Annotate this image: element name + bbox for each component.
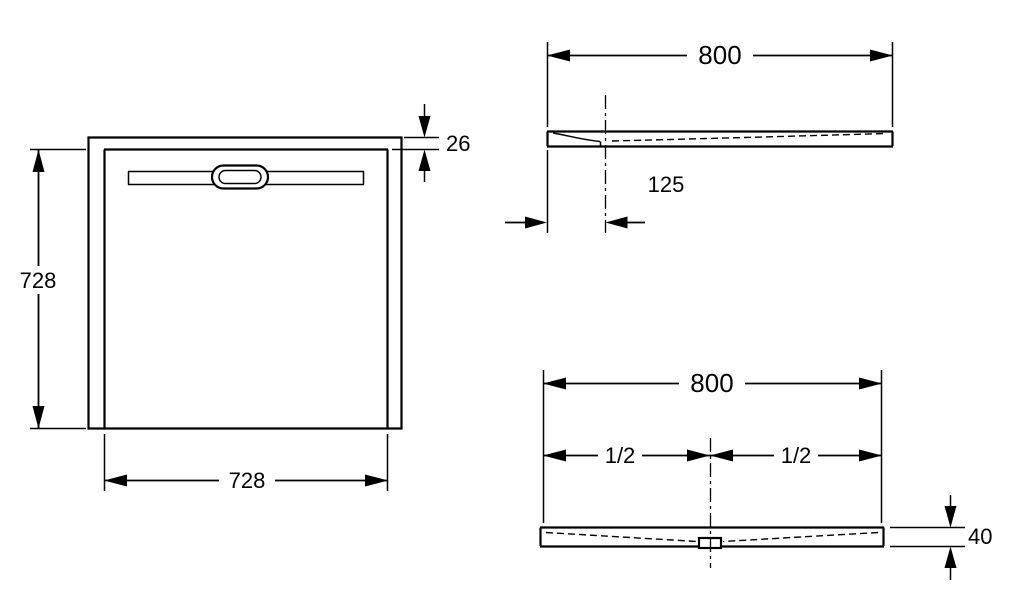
top-view-outline xyxy=(87,136,403,430)
dim-label-bg xyxy=(598,441,642,470)
front-view-slopes-hidden xyxy=(545,531,879,543)
arrowhead-left-icon xyxy=(543,449,566,462)
arrowhead-left-icon xyxy=(547,49,570,62)
arrowhead-left-icon xyxy=(543,377,566,390)
arrowhead-down-icon xyxy=(944,506,957,528)
dim-drain-offset: 125 xyxy=(505,150,684,233)
dim-label-offset-26: 26 xyxy=(446,131,470,156)
side-profile-slope-hidden xyxy=(611,132,887,142)
dim-extension-lines xyxy=(103,434,389,491)
dim-top-view-height: 728 xyxy=(12,148,86,430)
arrowhead-left-icon xyxy=(605,216,628,229)
dim-label-side-800: 800 xyxy=(698,40,741,70)
dim-extension-lines xyxy=(890,526,965,548)
dim-label-width-728: 728 xyxy=(229,468,266,493)
arrowhead-right-icon xyxy=(870,49,893,62)
arrowhead-right-icon xyxy=(859,449,882,462)
dim-label-drain-125: 125 xyxy=(648,172,685,197)
top-view xyxy=(87,136,403,430)
dim-label-half-right: 1/2 xyxy=(781,443,812,468)
dim-label-half-left: 1/2 xyxy=(605,443,636,468)
drain-cover-inner xyxy=(218,169,262,185)
dim-rim-offset: 26 xyxy=(392,104,470,182)
arrowhead-up-icon xyxy=(32,149,45,172)
arrowhead-up-icon xyxy=(418,149,431,171)
dim-front-height: 40 xyxy=(890,495,992,580)
dim-front-width: 800 xyxy=(542,366,883,523)
dim-label-bg xyxy=(687,38,753,71)
dim-extension-lines xyxy=(30,148,86,430)
arrowhead-down-icon xyxy=(418,116,431,138)
side-profile-outline xyxy=(546,130,894,148)
dim-label-bg xyxy=(774,441,818,470)
dim-label-bg xyxy=(12,266,65,294)
drain-cover-outer xyxy=(210,164,270,190)
arrowhead-left-icon xyxy=(710,449,733,462)
arrowhead-right-icon xyxy=(525,216,547,229)
dim-label-height-40: 40 xyxy=(968,524,992,549)
dim-label-height-728: 728 xyxy=(20,268,57,293)
dim-side-width: 800 xyxy=(546,38,894,127)
dim-label-front-800: 800 xyxy=(690,368,733,398)
dim-label-bg xyxy=(679,366,745,399)
dim-top-view-width: 728 xyxy=(103,434,389,494)
dim-extension-lines xyxy=(542,370,883,523)
side-profile-slope-solid xyxy=(552,132,602,146)
side-profile-view xyxy=(546,95,894,233)
arrowhead-right-icon xyxy=(365,474,388,487)
arrowhead-up-icon xyxy=(944,546,957,568)
dim-half-widths: 1/2 1/2 xyxy=(543,441,882,470)
dim-extension-lines xyxy=(392,136,439,151)
arrowhead-right-icon xyxy=(687,449,710,462)
arrowhead-left-icon xyxy=(104,474,127,487)
arrowhead-down-icon xyxy=(32,406,45,429)
dim-label-bg xyxy=(219,466,275,494)
front-view-outline xyxy=(539,526,885,548)
front-view xyxy=(539,438,885,568)
arrowhead-right-icon xyxy=(859,377,882,390)
